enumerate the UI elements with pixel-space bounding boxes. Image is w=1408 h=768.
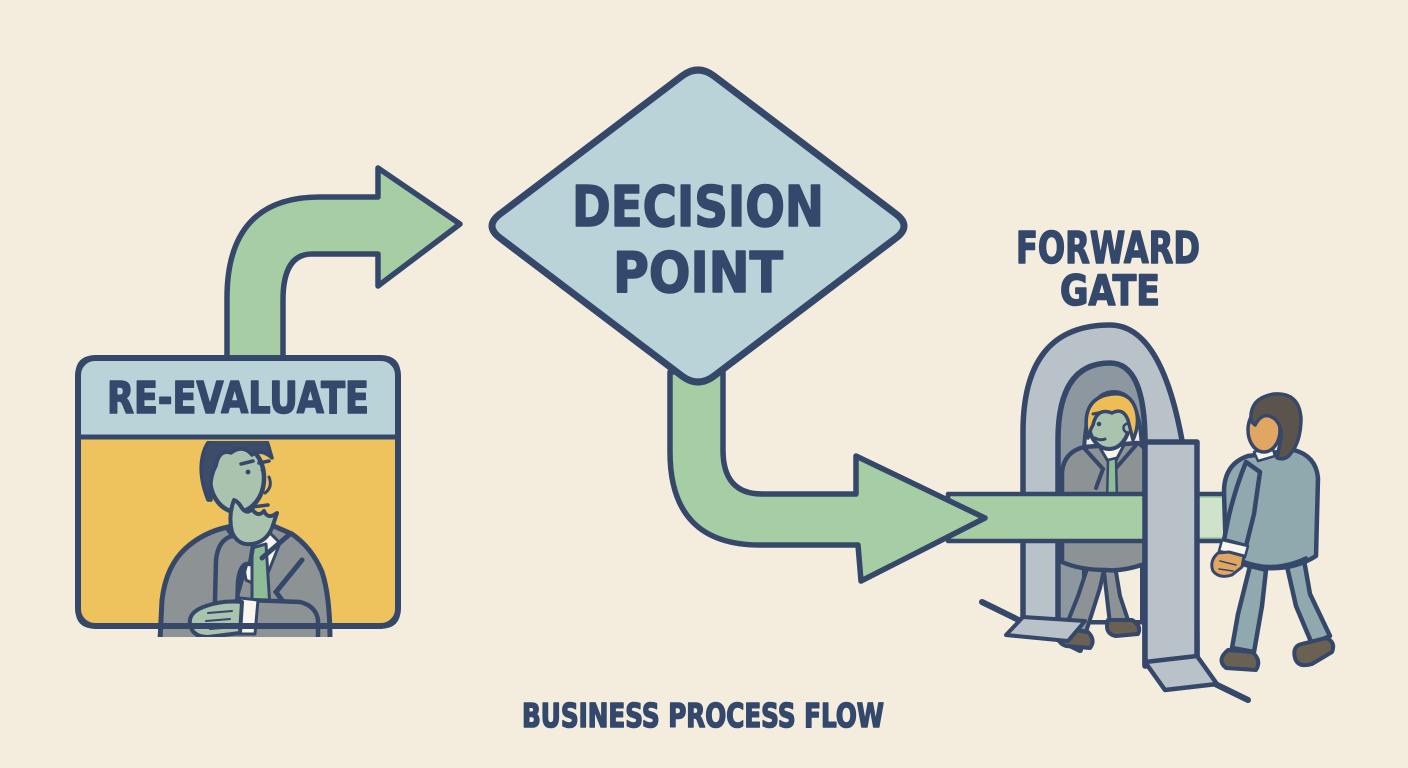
node-reevaluate: RE-EVALUATE: [75, 355, 401, 637]
gate-left-base: [1004, 615, 1087, 643]
forward-gate-label-line2: GATE: [1060, 266, 1160, 315]
thinking-man-hand: [228, 498, 279, 547]
arrow-decision-to-gate: [667, 369, 988, 584]
approaching-walker-shoe: [1219, 648, 1261, 672]
forward-gate-label-line1: FORWARD: [1016, 223, 1200, 274]
decision-diamond-shape: [488, 66, 908, 386]
decision-label-line2: POINT: [613, 241, 783, 306]
decision-label-line1: DECISION: [572, 175, 824, 240]
caption-title: BUSINESS PROCESS FLOW: [522, 696, 884, 735]
thinking-man-hair: [199, 441, 274, 502]
arrow-reevaluate-to-decision: [224, 165, 463, 365]
approaching-walker-shoe: [1292, 636, 1336, 668]
gate-walker-hair: [1084, 391, 1140, 442]
approaching-walker-hand: [1210, 550, 1246, 578]
approaching-walker-hair: [1249, 392, 1303, 461]
node-decision-diamond: DECISION POINT: [488, 66, 908, 386]
approaching-walker-figure: [1210, 392, 1336, 672]
reevaluate-label: RE-EVALUATE: [107, 373, 369, 424]
gate-right-leg-front: [1142, 439, 1220, 693]
gate-walker-shoe: [1105, 618, 1142, 638]
forward-gate-label: FORWARD GATE: [1015, 222, 1201, 316]
reevaluate-border: [75, 355, 401, 629]
thinking-man-illustration: [157, 441, 333, 637]
